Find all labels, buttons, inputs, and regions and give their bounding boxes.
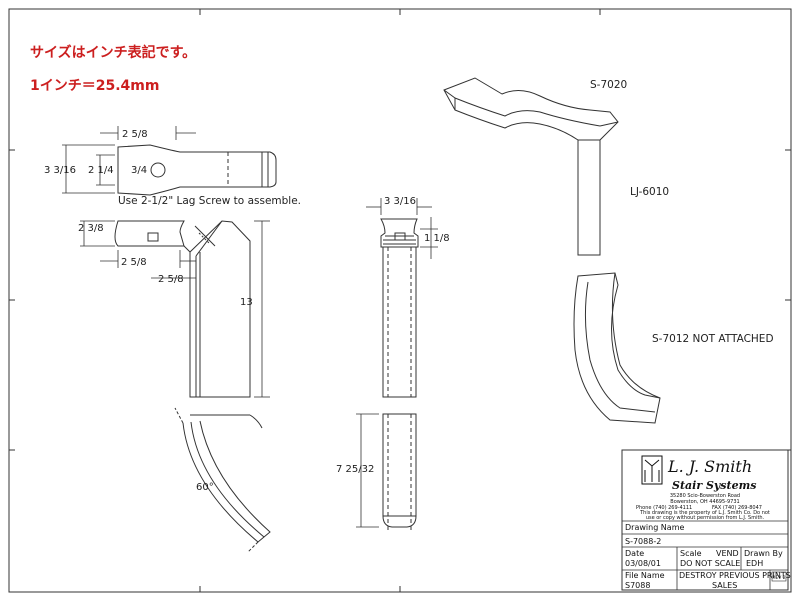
department: SALES — [712, 581, 737, 590]
overall-height-dim: 3 3/16 — [44, 165, 76, 176]
drawing-name-label: Drawing Name — [625, 523, 684, 532]
front-width-dim: 3 3/16 — [384, 196, 416, 207]
phone: Phone (740) 269-4111 — [636, 505, 692, 511]
slot-dim: 3/4 — [131, 165, 147, 176]
file-name-label: File Name — [625, 571, 665, 580]
company-subtitle: Stair Systems — [672, 479, 756, 492]
border-ticks — [9, 9, 791, 592]
cap-height-dim: 2 3/8 — [78, 223, 104, 234]
assembly-note: Use 2-1/2" Lag Screw to assemble. — [118, 195, 301, 207]
side-view-dims — [80, 220, 270, 398]
date-value: 03/08/01 — [625, 559, 661, 568]
drawn-by-label: Drawn By — [744, 549, 783, 558]
part-label-s7012: S-7012 NOT ATTACHED — [652, 333, 774, 345]
destroy-note: DESTROY PREVIOUS PRINTS — [679, 571, 791, 580]
collar-dim: 1 1/8 — [424, 233, 450, 244]
notice-line-1: This drawing is the property of L.J. Smi… — [639, 510, 770, 516]
size-unit-note: サイズはインチ表記です。 — [30, 45, 197, 61]
company-name: L. J. Smith — [667, 457, 752, 476]
top-view — [117, 144, 277, 196]
inner-height-dim: 2 1/4 — [88, 165, 114, 176]
inch-conversion-note: 1インチ＝25.4mm — [30, 78, 160, 94]
right-offset-dim: 2 5/8 — [158, 274, 184, 285]
company-logo — [641, 455, 663, 485]
part-label-s7020: S-7020 — [590, 79, 627, 91]
angle-dim: 60° — [196, 482, 214, 493]
side-view — [114, 220, 251, 398]
address-line-2: Bowerston, OH 44695-9731 — [670, 499, 739, 505]
drawn-by-value: EDH — [746, 559, 763, 568]
date-label: Date — [625, 549, 644, 558]
title-block: L. J. Smith Stair Systems 35280 Scio-Bow… — [621, 449, 791, 591]
front-view — [380, 218, 419, 530]
isometric-parts — [443, 77, 661, 424]
length-dim: 13 — [240, 297, 253, 308]
address-line-1: 35280 Scio-Bowerston Road — [670, 493, 740, 499]
drawing-name: S-7088-2 — [625, 537, 661, 546]
notice-line-2: use or copy without permission from L.J.… — [646, 515, 765, 521]
front-view-dims — [356, 198, 438, 528]
scale-label: Scale — [680, 549, 702, 558]
curved-piece — [174, 407, 271, 553]
lower-length-dim: 7 25/32 — [336, 464, 374, 475]
top-width-dim: 2 5/8 — [122, 129, 148, 140]
file-name-value: S7088 — [625, 581, 650, 590]
left-offset-dim: 2 5/8 — [121, 257, 147, 268]
rev-badge: REV 2 — [772, 575, 785, 581]
scale-vendor: VEND — [716, 549, 739, 558]
part-label-lj6010: LJ-6010 — [630, 186, 669, 198]
top-view-dims — [62, 126, 196, 194]
rev-badge-box — [771, 571, 787, 582]
scale-value: DO NOT SCALE — [680, 559, 740, 568]
fax: FAX (740) 269-8047 — [712, 505, 762, 511]
